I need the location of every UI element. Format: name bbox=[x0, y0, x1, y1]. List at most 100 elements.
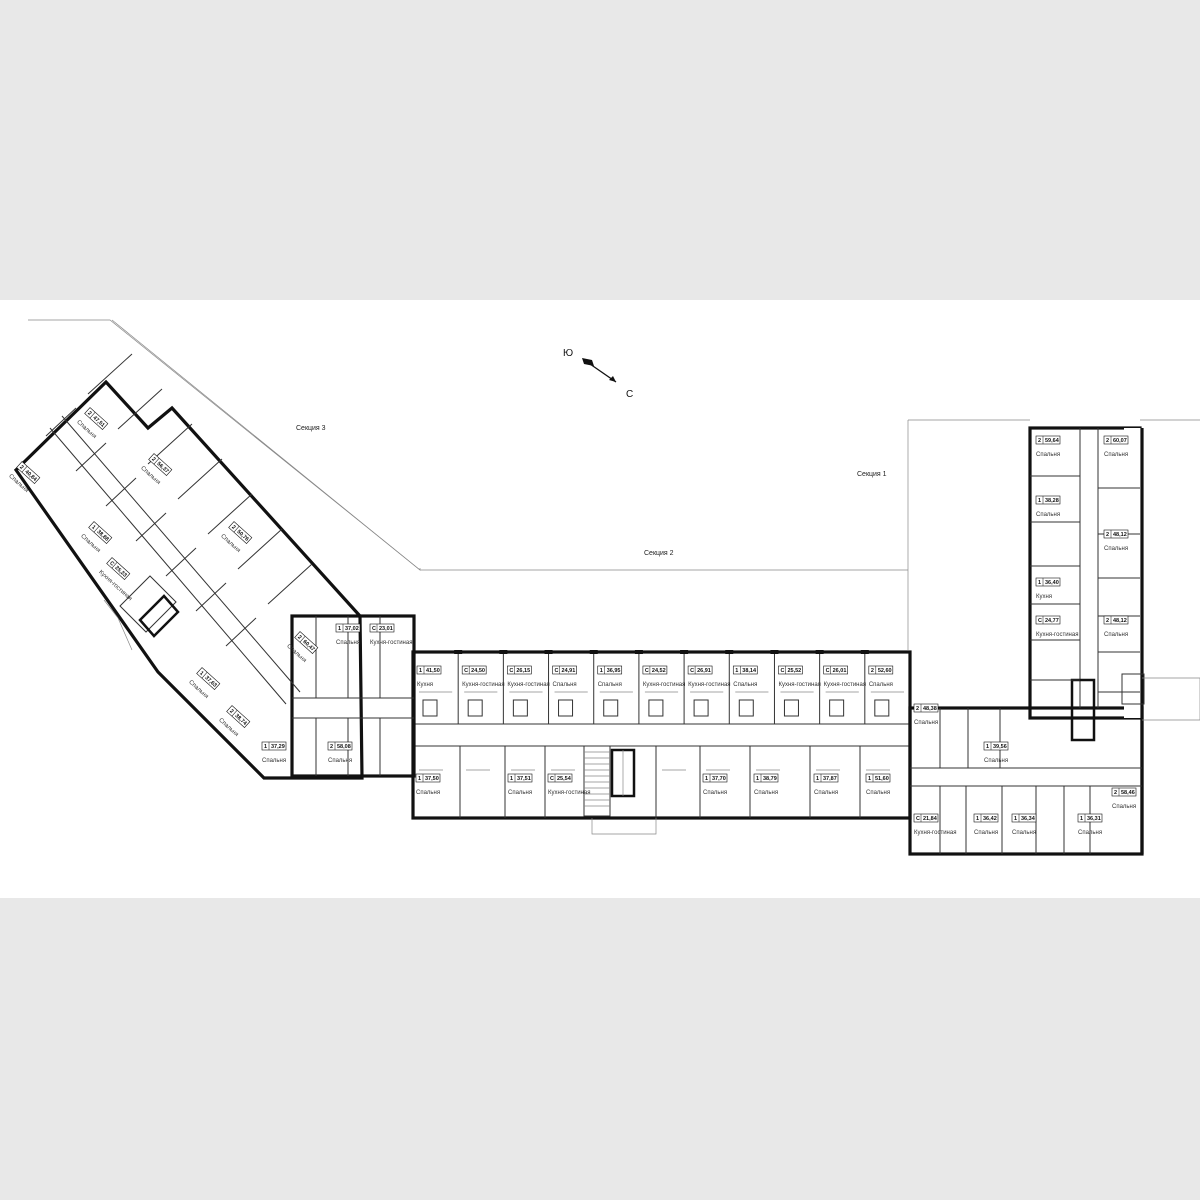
apartment-rooms: 2 bbox=[230, 524, 236, 531]
apartment-rooms: 2 bbox=[330, 744, 333, 750]
room-label: Кухня-гостиная bbox=[824, 682, 866, 688]
apartment-tag bbox=[507, 773, 533, 783]
apartment-area: 48,38 bbox=[923, 706, 937, 712]
apartment-rooms: 2 bbox=[86, 410, 92, 417]
apartment-tag bbox=[226, 705, 251, 728]
apartment-tag bbox=[294, 631, 319, 654]
apartment-area: 38,14 bbox=[742, 668, 757, 674]
apartment-rooms: 1 bbox=[198, 670, 204, 677]
apartment-area: 51,60 bbox=[875, 776, 889, 782]
apartment-rooms: 1 bbox=[986, 744, 989, 750]
apartment-area: 26,91 bbox=[697, 668, 711, 674]
apartment-rooms: 1 bbox=[735, 668, 738, 674]
room-label: Кухня-гостиная bbox=[688, 682, 730, 688]
apartment-area: 26,01 bbox=[833, 668, 847, 674]
apartment-rooms: 2 bbox=[228, 708, 234, 715]
apartment-tag bbox=[335, 623, 361, 633]
apartment-rooms: 1 bbox=[1038, 580, 1041, 586]
apartment-tag bbox=[552, 665, 577, 675]
apartment-rooms: 1 bbox=[976, 816, 979, 822]
room-label: Спальня bbox=[598, 682, 622, 688]
apartment-area: 21,84 bbox=[923, 816, 938, 822]
apartment-tag bbox=[1103, 529, 1129, 539]
apartment-tag bbox=[823, 665, 848, 675]
apartment-tag bbox=[913, 703, 939, 713]
apartment-tag bbox=[1111, 787, 1137, 797]
room-label: Спальня bbox=[1012, 830, 1036, 836]
room-label: Спальня bbox=[1112, 804, 1136, 810]
room-label: Спальня bbox=[866, 790, 890, 796]
apartment-area: 25,52 bbox=[787, 668, 801, 674]
apartment-rooms: 1 bbox=[510, 776, 513, 782]
apartment-tag bbox=[416, 665, 442, 675]
apartment-tag bbox=[507, 665, 532, 675]
room-label: Спальня bbox=[416, 790, 440, 796]
room-label: Спальня bbox=[75, 419, 97, 440]
apartment-tag bbox=[913, 813, 939, 823]
apartment-tag bbox=[973, 813, 999, 823]
apartment-area: 37,50 bbox=[425, 776, 439, 782]
apartment-rooms: 1 bbox=[868, 776, 871, 782]
section-3-apartments: 247,51Спальня240,84Спальня256,37Спальня1… bbox=[7, 407, 412, 764]
apartment-rooms: 2 bbox=[871, 668, 874, 674]
room-label: Кухня-гостиная bbox=[370, 640, 412, 646]
apartment-area: 38,28 bbox=[1045, 498, 1059, 504]
room-label: Спальня bbox=[79, 533, 101, 554]
apartment-tag bbox=[88, 521, 113, 544]
apartment-tag bbox=[461, 665, 487, 675]
apartment-tag bbox=[865, 773, 891, 783]
apartment-tag bbox=[196, 667, 221, 690]
apartment-tag bbox=[1103, 615, 1129, 625]
apartment-area: 39,56 bbox=[993, 744, 1007, 750]
apartment-rooms: 1 bbox=[816, 776, 819, 782]
section-2-bottom-partitions bbox=[419, 746, 890, 818]
apartment-tag bbox=[16, 461, 41, 484]
room-label: Спальня bbox=[1036, 452, 1060, 458]
apartment-tag bbox=[642, 665, 668, 675]
room-label: Кухня bbox=[1036, 594, 1052, 600]
apartment-area: 38,79 bbox=[763, 776, 777, 782]
room-label: Спальня bbox=[869, 682, 893, 688]
compass-south-label: Ю bbox=[563, 348, 573, 359]
apartment-area: 36,42 bbox=[983, 816, 997, 822]
apartment-tag bbox=[1077, 813, 1103, 823]
room-label: Кухня-гостиная bbox=[778, 682, 820, 688]
apartment-tag bbox=[369, 623, 395, 633]
apartment-area: 36,34 bbox=[1021, 816, 1036, 822]
section-3-label: Секция 3 bbox=[296, 425, 326, 432]
section-2-label: Секция 2 bbox=[644, 550, 674, 557]
room-label: Спальня bbox=[1104, 546, 1128, 552]
apartment-area: 36,31 bbox=[1087, 816, 1101, 822]
room-label: Спальня bbox=[508, 790, 532, 796]
apartment-rooms: С bbox=[555, 668, 559, 674]
apartment-tag bbox=[1035, 615, 1061, 625]
apartment-area: 52,60 bbox=[878, 668, 892, 674]
apartment-rooms: 2 bbox=[1106, 618, 1109, 624]
room-label: Спальня bbox=[1078, 830, 1102, 836]
apartment-rooms: 2 bbox=[1106, 532, 1109, 538]
apartment-tag bbox=[868, 665, 894, 675]
apartment-area: 37,70 bbox=[712, 776, 726, 782]
apartment-rooms: С bbox=[780, 668, 784, 674]
room-label: Спальня bbox=[984, 758, 1008, 764]
room-label: Кухня bbox=[417, 682, 433, 688]
room-label: Спальня bbox=[974, 830, 998, 836]
